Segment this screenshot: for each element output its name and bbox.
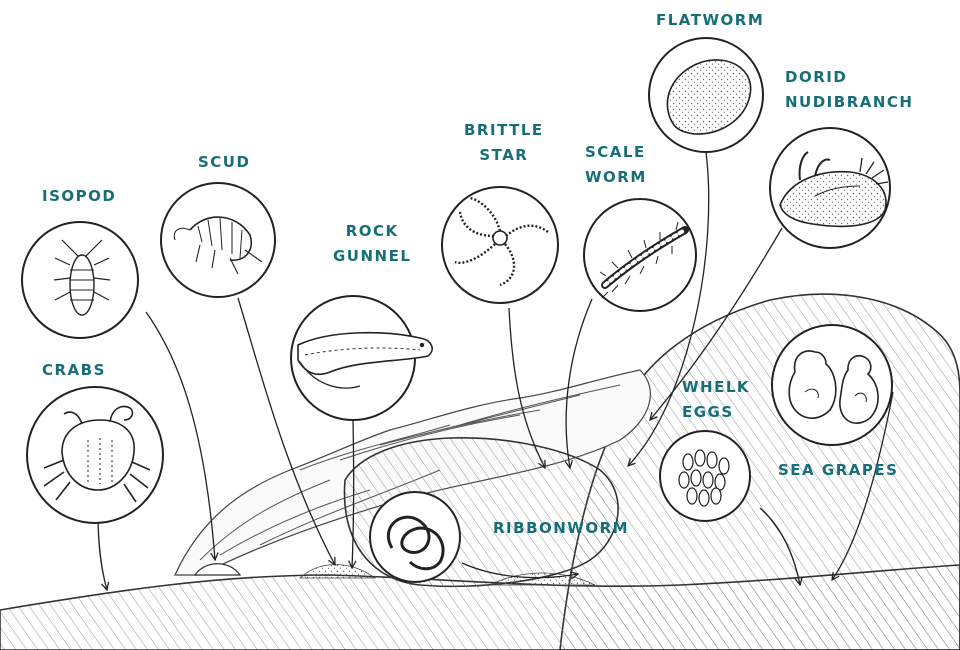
sand-pocket-left: [300, 565, 375, 579]
scale-worm-icon: [584, 199, 696, 311]
nudibranch-icon: [770, 128, 890, 248]
crab-icon: [27, 387, 163, 523]
label-isopod: ISOPOD: [42, 184, 116, 209]
label-flatworm: FLATWORM: [656, 8, 764, 33]
label-scud: SCUD: [198, 150, 250, 175]
label-crabs: CRABS: [42, 358, 106, 383]
amphipod-icon: [161, 183, 275, 297]
isopod-icon: [22, 222, 138, 338]
brittle-star-icon: [442, 187, 558, 303]
whelk-eggs-icon: [660, 431, 750, 521]
sea-grapes-icon: [772, 325, 892, 445]
label-ribbonworm: RIBBONWORM: [493, 516, 629, 541]
fish-icon: [291, 296, 432, 420]
label-sea-grapes: SEA GRAPES: [778, 458, 898, 483]
flatworm-icon: [649, 38, 763, 152]
ribbon-worm-icon: [370, 492, 460, 582]
